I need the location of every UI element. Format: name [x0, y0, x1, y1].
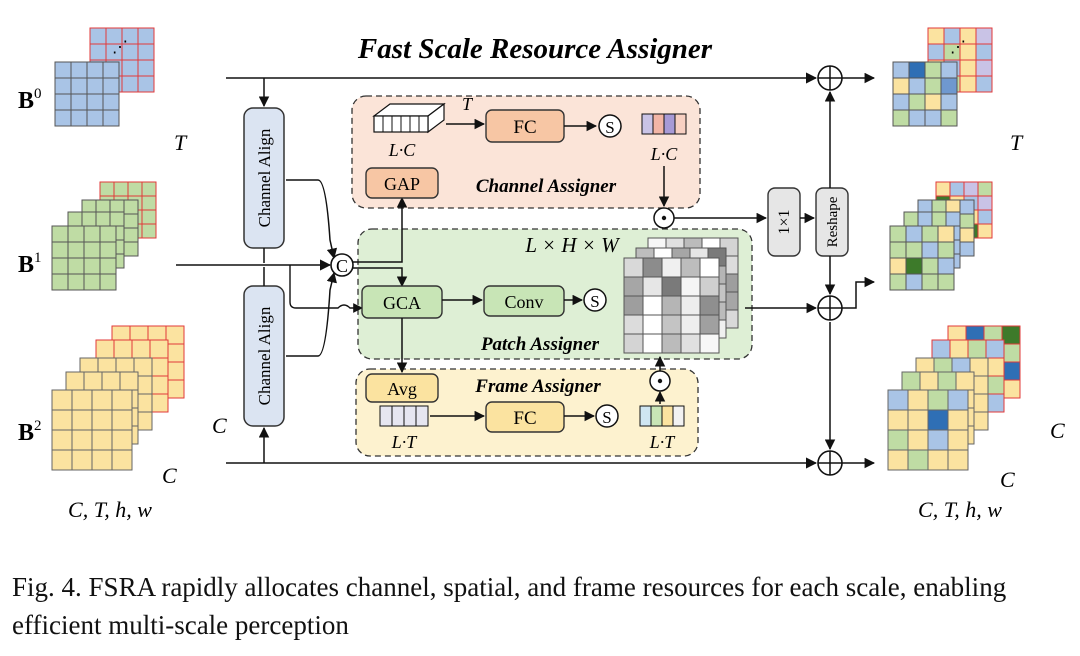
- reshape-block: [815, 187, 849, 257]
- out0-front-grid: [892, 61, 958, 127]
- channel-align-label-top: Channel Align: [255, 128, 274, 227]
- concat-node: [330, 253, 354, 277]
- conv-block: [483, 285, 565, 317]
- frame-fc-label: FC: [513, 408, 536, 429]
- plus-node-middle: [817, 295, 843, 321]
- dims-right-label: C, T, h, w: [918, 497, 1002, 522]
- stack-c-label-in-2: C: [162, 463, 177, 488]
- b0-front-grid: [54, 61, 120, 127]
- channel-weight-vector: [641, 113, 687, 135]
- frame-lt-left: L·T: [391, 432, 419, 452]
- diagram-title: Fast Scale Resource Assigner: [357, 33, 713, 65]
- channel-gap-cuboid: [372, 102, 446, 134]
- plus-node-top: [817, 65, 843, 91]
- figure-caption: Fig. 4. FSRA rapidly allocates channel, …: [12, 568, 1074, 644]
- patch-sigmoid-node: [583, 288, 607, 312]
- caption-text: FSRA rapidly allocates channel, spatial,…: [12, 572, 1013, 640]
- frame-lt-right: L·T: [649, 432, 677, 452]
- stack-t-label-out: T: [1010, 130, 1024, 155]
- channel-assigner-title: Channel Assigner: [476, 176, 617, 197]
- input-label-b2: B2: [18, 418, 42, 446]
- caption-prefix: Fig. 4.: [12, 572, 82, 602]
- out0-ellipsis: ⋰: [950, 39, 966, 56]
- conv1x1-block: [767, 187, 801, 257]
- gca-label: GCA: [383, 293, 421, 313]
- patch-assigner-title: Patch Assigner: [480, 334, 600, 355]
- channel-fc-label: FC: [513, 117, 536, 138]
- avg-block: [365, 373, 439, 403]
- stack-c-label-out-1: C: [1050, 418, 1065, 443]
- avg-label: Avg: [387, 379, 417, 399]
- tensor-stacks: ⋰⋰: [51, 27, 1021, 471]
- frame-sigmoid-symbol: S: [602, 408, 611, 427]
- b0-ellipsis: ⋰: [112, 39, 128, 56]
- patch-map-front: [623, 257, 720, 354]
- plus-node-bottom: [817, 450, 843, 476]
- channel-align-label-bottom: Channel Align: [255, 306, 274, 405]
- conv-label: Conv: [504, 292, 543, 312]
- frame-weight-vector: [639, 405, 685, 427]
- channel-lc-right: L·C: [650, 144, 679, 164]
- frame-assigner-title: Frame Assigner: [474, 376, 601, 397]
- channel-sigmoid-node: [598, 114, 622, 138]
- frame-sigmoid-node: [595, 404, 619, 428]
- reshape-label: Reshape: [825, 196, 841, 247]
- out1-front-grid: [889, 225, 955, 291]
- b1-front-grid: [51, 225, 117, 291]
- dims-left-label: C, T, h, w: [68, 497, 152, 522]
- gap-block: [365, 167, 439, 199]
- patch-sigmoid-symbol: S: [590, 292, 599, 311]
- input-label-b0: B0: [18, 86, 42, 114]
- channel-sigmoid-symbol: S: [605, 118, 614, 137]
- input-label-b1: B1: [18, 250, 42, 278]
- patch-attention-map: [623, 237, 739, 354]
- fsra-diagram: Fast Scale Resource Assigner ⋰⋰ B0 B1 B2…: [18, 27, 1065, 522]
- frame-avg-vector: [379, 405, 429, 427]
- channel-lc-left: L·C: [388, 140, 417, 160]
- frame-fc-block: [485, 401, 565, 433]
- b2-front-grid: [51, 389, 133, 471]
- stack-c-label-in-1: C: [212, 413, 227, 438]
- conv1x1-label: 1×1: [776, 209, 793, 234]
- channel-t-label: T: [462, 94, 474, 114]
- gap-label: GAP: [384, 174, 420, 194]
- stack-c-label-out-2: C: [1000, 467, 1015, 492]
- concat-symbol: C: [336, 256, 348, 276]
- out2-front-grid: [887, 389, 969, 471]
- stack-t-label-in: T: [174, 130, 188, 155]
- patch-dims-label: L × H × W: [524, 233, 621, 257]
